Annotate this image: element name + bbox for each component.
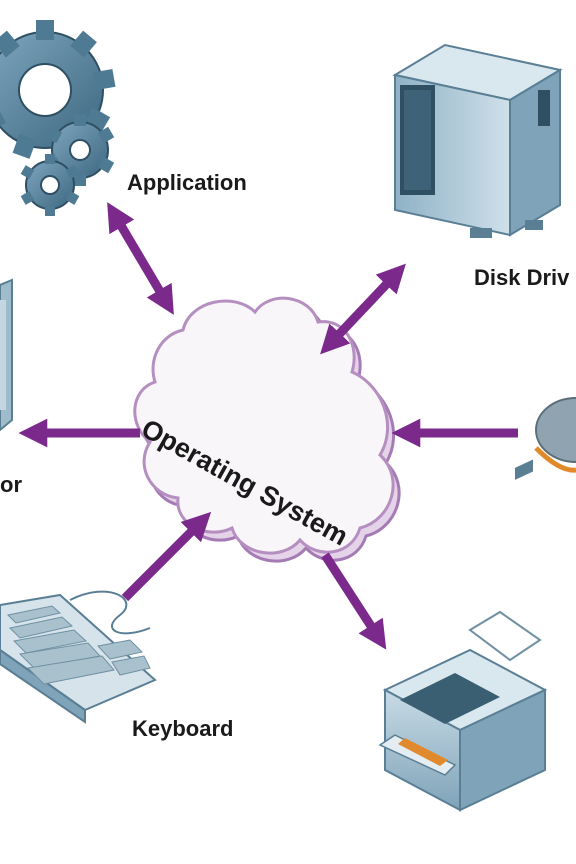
arrow-printer [321,552,387,650]
arrow-keyboard [121,511,212,602]
arrow-application [107,202,174,315]
disk-drive-icon [392,43,563,238]
label-disk-drive: Disk Driv [474,265,570,290]
mouse-icon [534,397,576,473]
arrow-disk-drive [320,263,406,355]
operating-system-cloud [133,296,401,563]
label-monitor: or [0,472,22,497]
label-keyboard: Keyboard [132,716,234,741]
monitor-icon [0,278,13,432]
printer-icon [378,459,548,812]
keyboard-icon [0,590,157,724]
label-application: Application [127,170,247,195]
gears-icon [0,20,116,216]
